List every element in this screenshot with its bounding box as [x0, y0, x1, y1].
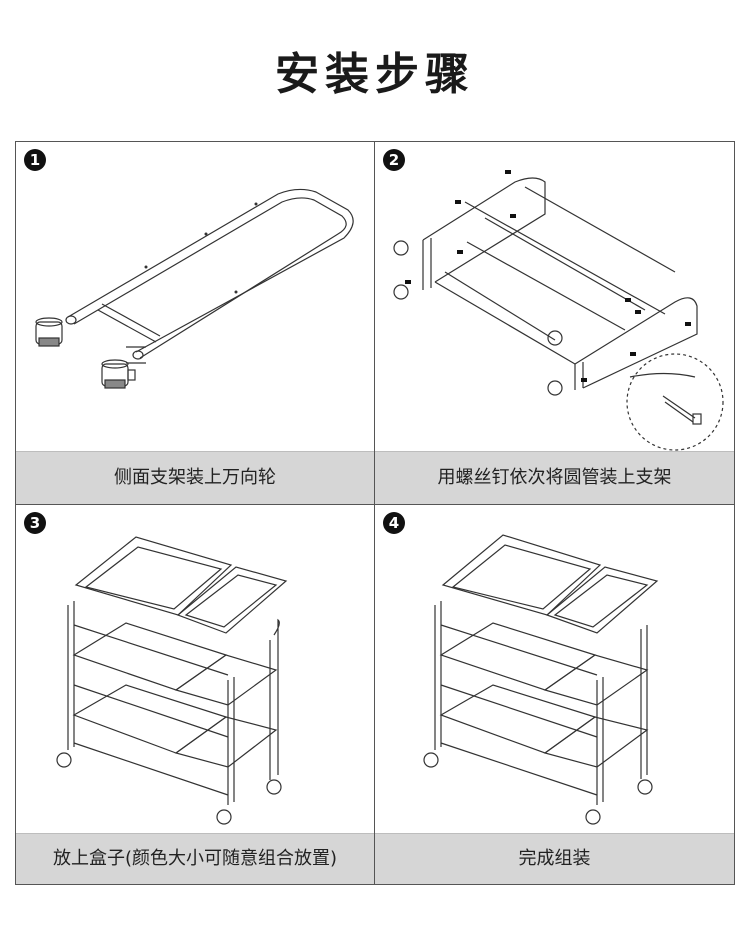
step-caption: 侧面支架装上万向轮 — [16, 451, 374, 504]
step-2-panel: 2 用螺丝钉依次将圆管装上支架 — [375, 142, 734, 505]
completed-cart-illustration — [423, 534, 659, 825]
tube-assembly-illustration — [393, 170, 724, 451]
step-1-panel: 1 侧面支架装上万向轮 — [16, 142, 375, 505]
step-number-badge: 1 — [24, 149, 46, 171]
steps-grid: 1 侧面支架装上万向轮 — [15, 141, 735, 885]
step-caption: 完成组装 — [375, 833, 734, 884]
side-frame-with-casters-illustration — [35, 188, 354, 389]
step-number-badge: 4 — [383, 512, 405, 534]
page-title: 安装步骤 — [275, 49, 475, 100]
step-caption: 用螺丝钉依次将圆管装上支架 — [375, 451, 734, 504]
step-4-panel: 4 完成组装 — [375, 505, 734, 884]
placing-boxes-illustration — [56, 536, 288, 825]
step-3-panel: 3 放上盒子(颜色大小可随意组合放置) — [16, 505, 375, 884]
step-caption: 放上盒子(颜色大小可随意组合放置) — [16, 833, 374, 884]
step-number-badge: 3 — [24, 512, 46, 534]
step-number-badge: 2 — [383, 149, 405, 171]
